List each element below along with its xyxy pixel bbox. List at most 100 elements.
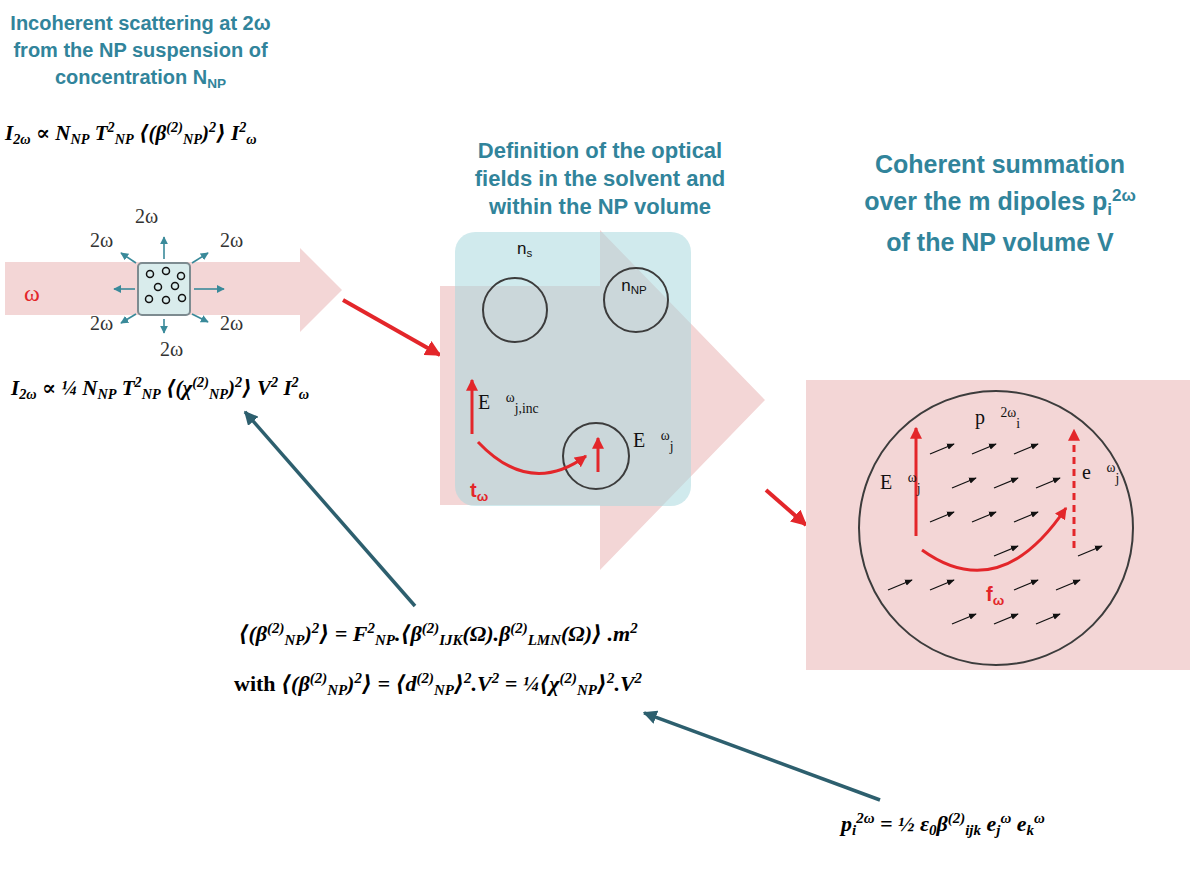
text-run: β (937, 811, 948, 836)
text-run: (Ω)⟩ .m (561, 621, 630, 646)
text-run: NP (434, 683, 454, 699)
text-run: ω (1106, 460, 1115, 475)
drawing-circle (147, 271, 154, 278)
text-run: 2 (108, 119, 115, 135)
drawing-circle (178, 273, 185, 280)
drawing-line (471, 380, 474, 434)
text-run: E⃗ (478, 391, 506, 413)
field-label: E⃗ωj (880, 466, 921, 501)
nanoparticle-circle: nNP (603, 267, 669, 333)
drawing-path (478, 442, 586, 474)
drawing-line (597, 438, 600, 472)
text-run: 2 (630, 620, 637, 636)
text-run: E⃗ (633, 429, 661, 451)
drawing-path (5, 248, 342, 332)
index-label: nNP (603, 275, 665, 301)
field-label: e⃗ωj (1082, 456, 1119, 491)
text-run: 2ω (13, 131, 30, 147)
drawing-circle (146, 296, 153, 303)
text-run: (2) (417, 670, 434, 686)
text-run: ω (1034, 810, 1045, 826)
drawing-g (888, 428, 1102, 624)
text-run: ⟨(β (276, 672, 310, 697)
text-run: ijk (965, 822, 981, 838)
text-run: 2 (292, 374, 299, 390)
text-run: e (1011, 811, 1026, 836)
text-run: i (1016, 416, 1020, 431)
drawing-line (121, 314, 136, 323)
text-run: of the NP volume V (886, 228, 1113, 256)
text-run: ) (202, 121, 209, 145)
dipole-arrow (930, 512, 954, 522)
text-run: (2) (510, 620, 527, 636)
index-label: ns (517, 238, 532, 264)
text-run: NP (97, 386, 116, 402)
panel-heading: Definition of the optical fields in the … (465, 137, 735, 221)
drawing-line (192, 314, 208, 322)
text-run: NP (142, 386, 161, 402)
nanoparticle-volume: p⃗2ωiE⃗ωj e⃗ωj fω (858, 390, 1134, 666)
drawing-path (922, 508, 1066, 570)
text-run: 2ω (1001, 405, 1017, 420)
text-run: ω (661, 428, 670, 443)
text-run: j (670, 439, 674, 454)
text-run: (2) (192, 374, 209, 390)
panel-heading: Incoherent scattering at 2ω from the NP … (3, 10, 278, 97)
formula: I2ω ∝ NNP T2NP ⟨(β(2)NP)2⟩ I2ω (5, 112, 257, 154)
text-run: n (517, 239, 526, 258)
flow-arrow (644, 713, 880, 800)
text-run: = ½ ε (874, 811, 929, 836)
text-run: (2) (310, 670, 327, 686)
text-run: 2 (492, 670, 499, 686)
text-run: ∝ N (31, 121, 71, 145)
frequency-label: 2ω (90, 229, 113, 252)
drawing-line (1073, 430, 1076, 548)
text-run: NP (183, 131, 202, 147)
dipole-arrow (930, 444, 954, 454)
drawing-g (5, 237, 342, 333)
text-run: k (1027, 822, 1034, 838)
text-run: ⟩ (597, 672, 607, 697)
text-run: 2 (354, 670, 361, 686)
dipole-arrow (972, 512, 996, 522)
text-run: .V (614, 672, 634, 697)
drawing-circle (172, 283, 179, 290)
text-run: j,inc (515, 401, 539, 416)
shape-drawing (860, 392, 1132, 664)
text-run: ⟩ = F (319, 621, 367, 646)
text-run: e (981, 811, 996, 836)
drawing-g (472, 278, 629, 489)
text-run: Coherent summation over the m dipoles p (864, 150, 1125, 215)
text-run: i (852, 822, 856, 838)
text-run: I (5, 121, 13, 145)
frequency-label: ω (24, 279, 40, 307)
flow-arrow (245, 412, 415, 606)
text-run: 2 (239, 119, 246, 135)
text-run: T (116, 376, 134, 400)
drawing-circle (179, 295, 186, 302)
dipole-arrow (888, 580, 912, 590)
text-run: (2) (166, 119, 183, 135)
drawing-line (192, 253, 208, 263)
drawing-line (163, 319, 165, 333)
drawing-path (440, 230, 765, 570)
text-run: 2 (367, 620, 374, 636)
field-label: E⃗ωj (633, 424, 674, 459)
dipole-arrow (1014, 444, 1038, 454)
text-run: ω (1000, 810, 1011, 826)
text-run: with (234, 672, 276, 697)
text-run: I (278, 376, 291, 400)
text-run: ⟨(β (238, 621, 267, 646)
text-run: 2 (607, 670, 614, 686)
formula-box: I2ω ∝ ¼ NNP T2NP ⟨(χ(2)NP)2⟩ V2 I2ω (5, 364, 315, 412)
formula-box: pi2ω = ½ ε0β(2)ijk ejω ekω (835, 800, 1051, 848)
text-run: E⃗ (880, 471, 908, 493)
field-label: E⃗ωj,inc (478, 386, 539, 421)
text-run: ω (506, 390, 515, 405)
text-run: p⃗ (975, 406, 1001, 428)
factor-label: fω (986, 582, 1004, 613)
solvent-box: nsE⃗ωj,incE⃗ωjtωnNP (455, 232, 691, 506)
text-run: n (621, 276, 630, 295)
shape-drawing (5, 246, 343, 334)
text-run: (2) (948, 810, 965, 826)
